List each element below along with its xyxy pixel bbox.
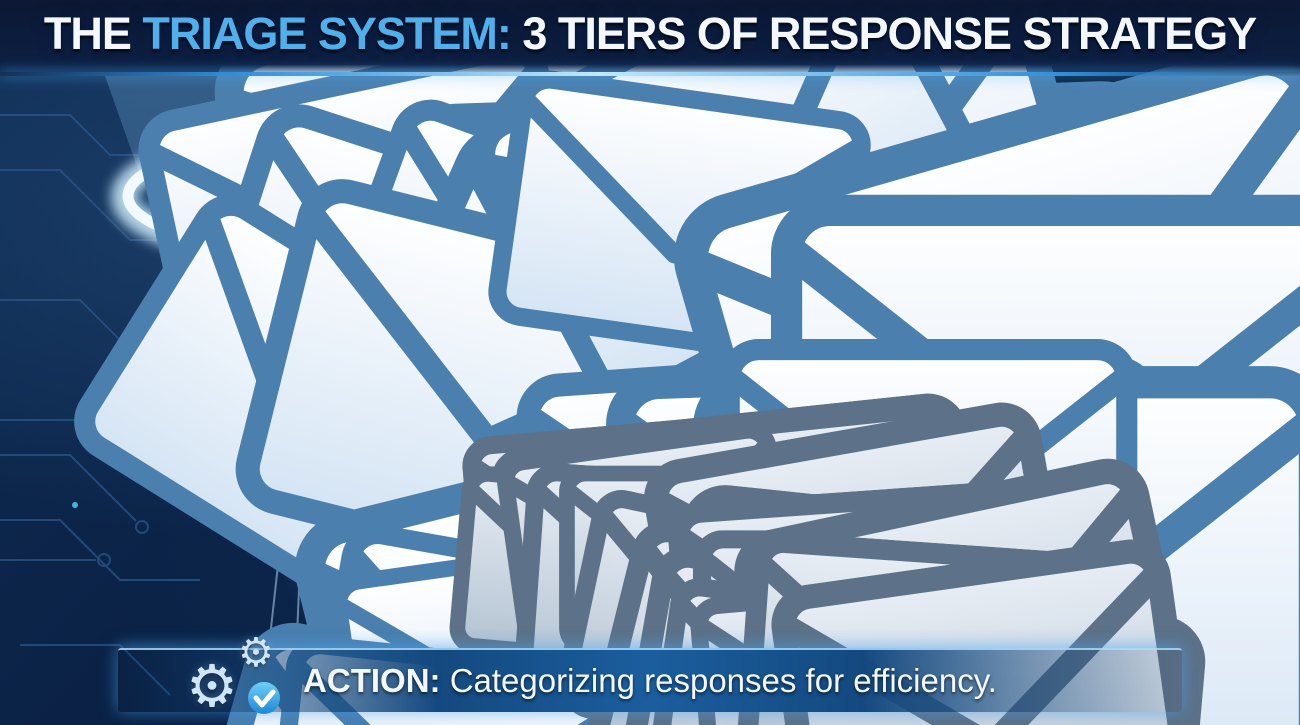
action-prefix: ACTION: bbox=[303, 662, 441, 699]
page-title: THE TRIAGE SYSTEM: 3 TIERS OF RESPONSE S… bbox=[0, 8, 1300, 60]
gear-small-icon: ⚙ bbox=[238, 630, 274, 676]
check-icon bbox=[248, 682, 280, 714]
title-divider bbox=[0, 72, 1300, 76]
title-highlight: TRIAGE SYSTEM: bbox=[142, 8, 512, 59]
title-post: 3 TIERS OF RESPONSE STRATEGY bbox=[510, 8, 1257, 59]
envelopes bbox=[74, 0, 1300, 725]
action-body: Categorizing responses for efficiency. bbox=[440, 662, 997, 699]
title-bar: THE TRIAGE SYSTEM: 3 TIERS OF RESPONSE S… bbox=[0, 0, 1300, 76]
action-bar: ⚙ ⚙ ACTION: Categorizing responses for e… bbox=[118, 630, 1182, 720]
title-pre: THE bbox=[43, 8, 143, 59]
action-text: ACTION: Categorizing responses for effic… bbox=[303, 662, 997, 700]
gear-large-icon: ⚙ bbox=[186, 652, 238, 720]
gears-icon: ⚙ ⚙ bbox=[186, 630, 296, 725]
